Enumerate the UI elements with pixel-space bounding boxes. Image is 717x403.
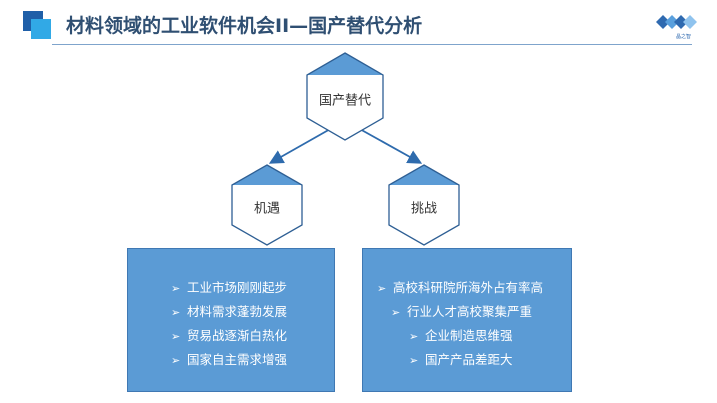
list-item-text: 企业制造思维强 (425, 328, 513, 343)
list-item: ➢ 国家自主需求增强 (171, 348, 287, 372)
list-item-text: 高校科研院所海外占有率高 (393, 280, 544, 295)
list-item: ➢ 工业市场刚刚起步 (171, 276, 287, 300)
list-item-text: 行业人才高校聚集严重 (407, 304, 533, 319)
list-item: ➢ 国产产品差距大 (377, 348, 543, 372)
company-logo-icon (656, 15, 697, 29)
list-item-text: 国家自主需求增强 (187, 352, 288, 367)
bullet-arrow-icon: ➢ (171, 306, 181, 319)
opportunities-panel: ➢ 工业市场刚刚起步 ➢ 材料需求蓬勃发展 ➢ 贸易战逐渐白热化 ➢ 国家自主需求增强 (127, 248, 335, 392)
logo-text: 晶之智 (676, 34, 692, 40)
header-decor-square-light (31, 19, 51, 39)
list-item: ➢ 行业人才高校聚集严重 (377, 300, 543, 324)
challenges-list: ➢ 高校科研院所海外占有率高 ➢ 行业人才高校聚集严重 ➢ 企业制造思维强 ➢ 国产产品… (377, 276, 543, 372)
list-item: ➢ 高校科研院所海外占有率高 (377, 276, 543, 300)
page-title: 材料领域的工业软件机会II—国产替代分析 (66, 15, 423, 37)
list-item-text: 工业市场刚刚起步 (187, 280, 288, 295)
bullet-arrow-icon: ➢ (377, 282, 387, 295)
opportunities-node-label: 机遇 (253, 201, 281, 217)
bullet-arrow-icon: ➢ (171, 354, 181, 367)
opportunities-list: ➢ 工业市场刚刚起步 ➢ 材料需求蓬勃发展 ➢ 贸易战逐渐白热化 ➢ 国家自主需求增强 (171, 276, 287, 372)
list-item-text: 国产产品差距大 (425, 352, 513, 367)
list-item: ➢ 材料需求蓬勃发展 (171, 300, 287, 324)
list-item-text: 贸易战逐渐白热化 (187, 328, 288, 343)
arrow-to-challenges (357, 127, 423, 164)
list-item: ➢ 企业制造思维强 (377, 324, 543, 348)
header-divider (52, 44, 692, 45)
bullet-arrow-icon: ➢ (409, 330, 419, 343)
bullet-arrow-icon: ➢ (391, 306, 401, 319)
challenges-panel: ➢ 高校科研院所海外占有率高 ➢ 行业人才高校聚集严重 ➢ 企业制造思维强 ➢ 国产产品… (362, 248, 572, 392)
root-node-label: 国产替代 (318, 93, 372, 109)
list-item-text: 材料需求蓬勃发展 (187, 304, 288, 319)
arrow-to-opportunities (268, 127, 333, 164)
bullet-arrow-icon: ➢ (409, 354, 419, 367)
challenges-node-label: 挑战 (410, 201, 438, 217)
list-item: ➢ 贸易战逐渐白热化 (171, 324, 287, 348)
bullet-arrow-icon: ➢ (171, 330, 181, 343)
bullet-arrow-icon: ➢ (171, 282, 181, 295)
